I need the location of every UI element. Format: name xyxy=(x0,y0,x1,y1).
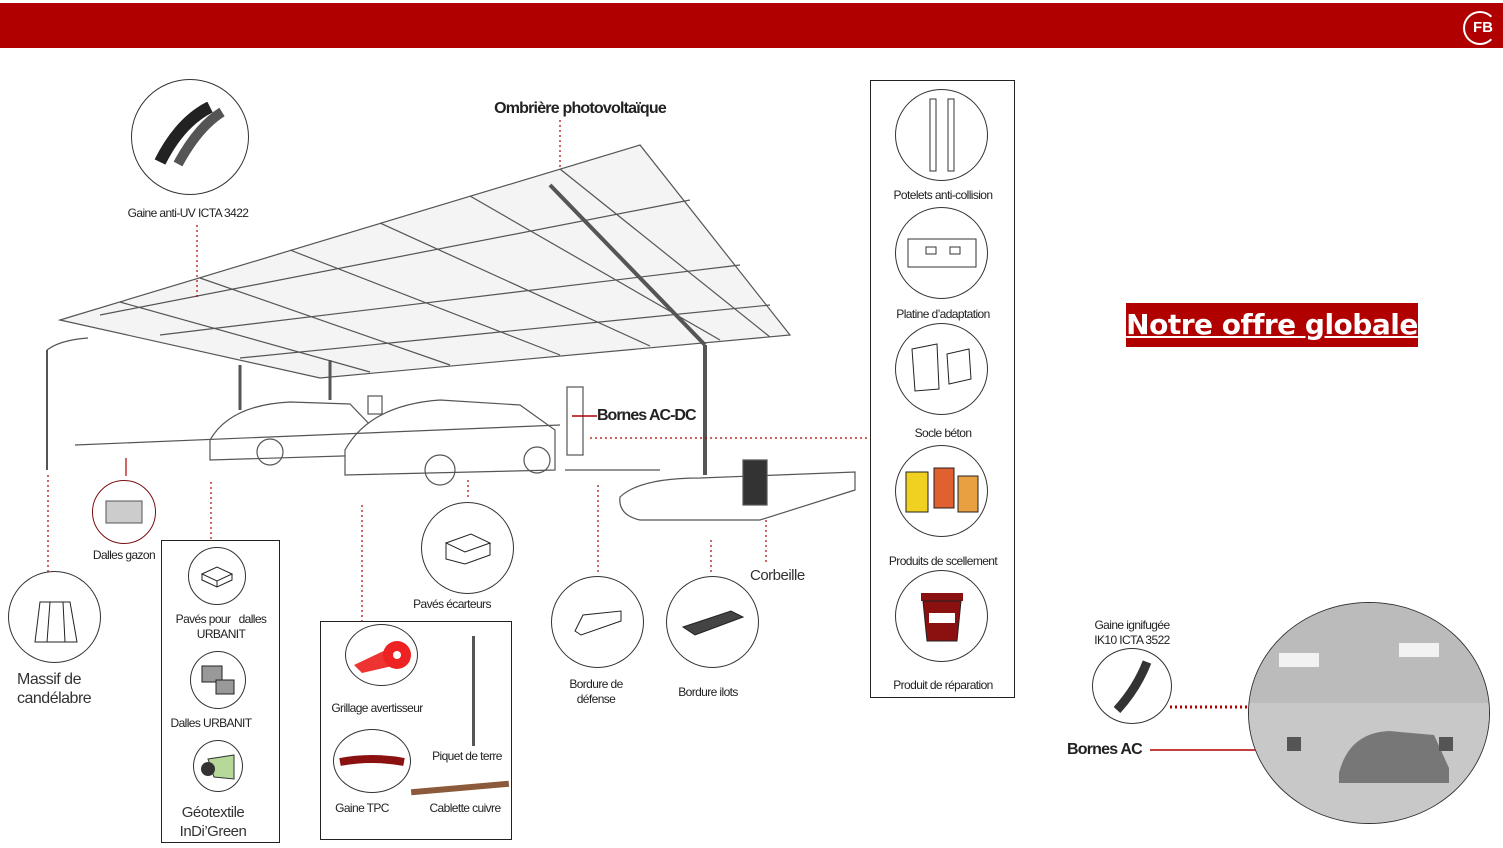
parking-image xyxy=(1248,602,1490,824)
bordure-defense-image xyxy=(551,576,644,668)
bordure-ilots-label: Bordure ilots xyxy=(678,685,738,699)
reparation-image xyxy=(895,570,988,662)
right-column-box: Potelets anti-collision Platine d’adapta… xyxy=(870,80,1015,698)
paves-ecarteurs-label: Pavés écarteurs xyxy=(413,597,491,611)
dalles-urbanit-label: Dalles URBANIT xyxy=(170,716,253,730)
gaine-tpc-label: Gaine TPC xyxy=(335,801,389,815)
page-title: Notre offre globale xyxy=(1126,303,1418,347)
fb-logo: FB xyxy=(1463,11,1497,45)
dalles-urbanit-image xyxy=(190,651,246,709)
gaine-tpc-image xyxy=(333,729,411,793)
piquet-image xyxy=(472,636,475,746)
socle-image xyxy=(895,323,988,415)
right-item-label: Potelets anti-collision xyxy=(893,188,994,202)
gaine-uv-label: Gaine anti-UV ICTA 3422 xyxy=(127,206,249,220)
dalles-gazon-image xyxy=(92,480,156,544)
grillage-label: Grillage avertisseur xyxy=(331,701,423,715)
right-item-label: Platine d’adaptation xyxy=(896,307,990,321)
paves-image xyxy=(188,547,246,605)
right-item-label: Produit de réparation xyxy=(893,678,993,692)
paves-ecarteurs-image xyxy=(421,502,514,594)
piquet-label: Piquet de terre xyxy=(432,749,502,763)
header-bar: FB xyxy=(0,3,1503,48)
massif-image xyxy=(8,571,101,663)
gaine-ignifugee-image xyxy=(1092,648,1172,724)
right-item-label: Produits de scellement xyxy=(888,554,998,568)
corbeille-label: Corbeille xyxy=(750,567,805,584)
bornes-ac-label: Bornes AC xyxy=(1067,741,1143,758)
geotextile-image xyxy=(193,740,243,792)
potelets-image xyxy=(895,89,988,181)
bordure-ilots-image xyxy=(666,576,759,668)
platine-image xyxy=(895,207,988,299)
bornes-acdc-label: Bornes AC-DC xyxy=(597,407,697,424)
dalles-gazon-label: Dalles gazon xyxy=(92,548,156,562)
grillage-image xyxy=(345,624,418,686)
cablette-label: Cablette cuivre xyxy=(429,801,501,815)
right-item-label: Socle béton xyxy=(914,426,972,440)
ombriere-title: Ombrière photovoltaïque xyxy=(494,100,667,117)
cablette-image xyxy=(410,780,510,796)
scellement-image xyxy=(895,445,988,537)
reseau-box: Grillage avertisseur Piquet de terre Gai… xyxy=(320,621,512,840)
gaine-uv-image xyxy=(131,79,249,195)
